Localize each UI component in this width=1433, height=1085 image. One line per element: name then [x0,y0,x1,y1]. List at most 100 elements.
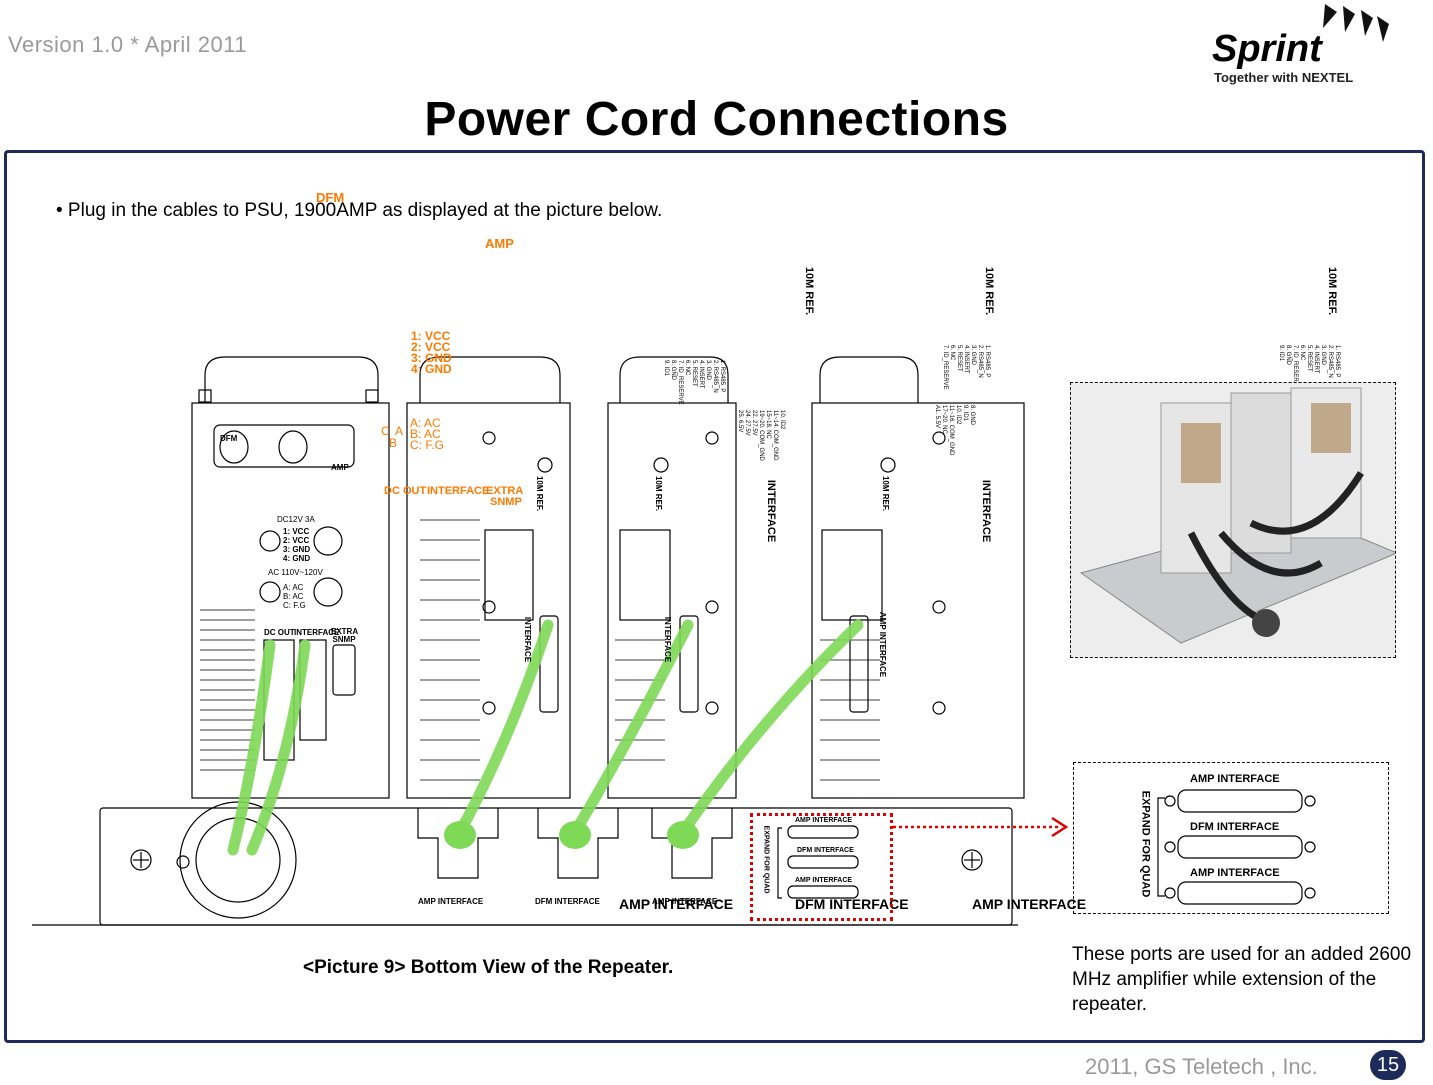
highlight-arrow [893,816,1069,838]
pinout-row: 15~18. NC [765,410,771,439]
pinout-row: 1. RS485_P [719,360,725,393]
pinout-row: 11~16. COM_GND [948,405,954,456]
quad-side-label: EXPAND FOR QUAD [1139,790,1152,898]
pinout-row: 22. 27.5V [751,410,757,436]
ac-rating: AC 110V~120V [268,568,323,577]
quad-highlight-box [750,813,893,921]
pinout-row: 9. ID1 [962,405,968,422]
quad-port-label: AMP INTERFACE [1190,867,1280,879]
instruction-bullet: • Plug in the cables to PSU, 1900AMP as … [56,200,663,221]
page-number: 15 [1370,1050,1406,1080]
orange-port-snmp: SNMP [490,496,522,508]
ac-pin: C: F.G [283,601,306,610]
module-ref-label: 10M REF. [881,475,891,512]
pinout-row: 3. GND [970,345,976,366]
psu-port-dcout: DC OUT [264,628,295,637]
page-title: Power Cord Connections [424,93,1009,146]
ac-pin-list: A: AC B: AC C: F.G [283,583,306,610]
pinout-row: 25. 6.5V [737,410,743,433]
dc-rating: DC12V 3A [277,515,315,524]
pinout-left: 1. RS485_P 2. RS485_N 3. GND 4. INSERT 5… [662,360,725,405]
content-panel [4,150,1425,1043]
pinout-row: 6. NC [949,345,955,361]
orange-ac-letter: C [381,424,390,438]
dc-pin: 2: VCC [283,536,310,545]
quad-mini-label: AMP INTERFACE [795,817,853,824]
pinout-row: 7. ID_RESERVE [677,360,683,405]
module-ref-label: 10M REF. [535,475,545,512]
module-interface-label: INTERFACE [765,479,778,543]
quad-port-label: AMP INTERFACE [1190,773,1280,785]
orange-dc-pin: 2: VCC [411,340,451,354]
pinout-row: 24. 27.5V [744,410,750,436]
version-label: Version 1.0 * April 2011 [8,32,248,57]
bottom-port-label: AMP INTERFACE [418,897,484,906]
dc-pin-list: 1: VCC 2: VCC 3: GND 4: GND [283,527,310,563]
orange-dc-pin: 1: VCC [411,329,451,343]
orange-dc-pins: 1: VCC 2: VCC 3: GND 4: GND [411,329,452,376]
orange-ac-pins: A: AC B: AC C: F.G [410,416,444,451]
ac-pin: B: AC [283,592,304,601]
large-bottom-label: AMP INTERFACE [619,896,734,912]
quad-mini-label: AMP INTERFACE [795,877,853,884]
logo-word: Sprint [1212,28,1322,70]
psu-port-interface: INTERFACE [294,628,340,637]
footer-company: 2011, GS Teletech , Inc. [1085,1054,1318,1079]
orange-dc-pin: 4: GND [411,362,452,376]
pinout-row: 10. ID2 [779,410,785,430]
dc-pin: 4: GND [283,554,311,563]
pinout-row: 4. INSERT [698,360,704,389]
pinout-row: 5. RESET [956,345,962,372]
bottom-port-label: DFM INTERFACE [535,897,600,906]
orange-ac-pin: B: AC [410,427,441,441]
orange-port-extra: EXTRA [486,485,524,497]
pinout-row: 19~20. COM_GND [758,410,764,461]
bottom-port-label: AMP INTERFACE [652,897,718,906]
pinout-row: 17~20. NC [941,405,947,434]
pinout-row: 7. ID_RESERVE [942,345,948,390]
pinout-row: 4. INSERT [963,345,969,374]
expand-for-quad-box [1073,762,1389,914]
sprint-logo [1323,4,1389,42]
module-ref-label: 10M REF. [1326,266,1339,316]
amp-interface-module-label: AMP INTERFACE [878,611,888,678]
module-interface-label: INTERFACE [523,616,533,663]
psu-dfm-label: DFM [220,434,238,443]
pinout-row: 1. RS485_P [984,345,990,378]
orange-ac-letter: B [389,436,398,450]
logo-tagline: Together with NEXTEL [1214,70,1354,85]
ac-pin: A: AC [283,583,304,592]
ports-note: These ports are used for an added 2600 M… [1072,944,1412,1015]
orange-port-dcout: DC OUT [384,485,427,497]
pinout-row: 11~14. COM_GND [772,410,778,461]
quad-port-label: DFM INTERFACE [1190,821,1280,833]
orange-dc-pin: 3: GND [411,351,452,365]
module-interface-label: INTERFACE [663,616,673,663]
dc-pin: 3: GND [283,545,311,554]
pinout-row: 2. RS485_N [977,345,983,378]
orange-ac-letter: A [395,424,404,438]
orange-ac-pin: A: AC [410,416,441,430]
module-ref-label: 10M REF. [803,266,816,316]
module-pinout-short: 1. RS485_P 2. RS485_N 3. GND 4. INSERT 5… [941,345,990,390]
repeater-photo-illustration [1071,383,1395,657]
psu-amp-label: AMP [331,463,349,472]
large-bottom-label: DFM INTERFACE [795,896,909,912]
orange-port-interface: INTERFACE [427,485,490,497]
orange-amp-label: AMP [485,236,514,251]
logo-wing-icon [1323,4,1389,42]
module-interface-label: INTERFACE [980,479,993,543]
pinout-row: 10. ID2 [955,405,961,425]
pinout-row: 2. RS485_N [712,360,718,393]
module-ref-label: 10M REF. [654,475,664,512]
pinout-row: 6. NC [684,360,690,376]
pinout-row: 3. GND [705,360,711,381]
pinout-right-a: 10. ID2 11~14. COM_GND 15~18. NC 19~20. … [736,410,785,461]
pinout-row: 8. GND [969,405,975,426]
psu-port-extra-snmp: EXTRA SNMP [331,627,359,644]
pinout-row: 9. ID1 [663,360,669,377]
orange-dfm-label: DFM [316,190,345,205]
pinout-row: A1. 5.5V [934,405,940,429]
module-ref-label: 10M REF. [983,266,996,316]
